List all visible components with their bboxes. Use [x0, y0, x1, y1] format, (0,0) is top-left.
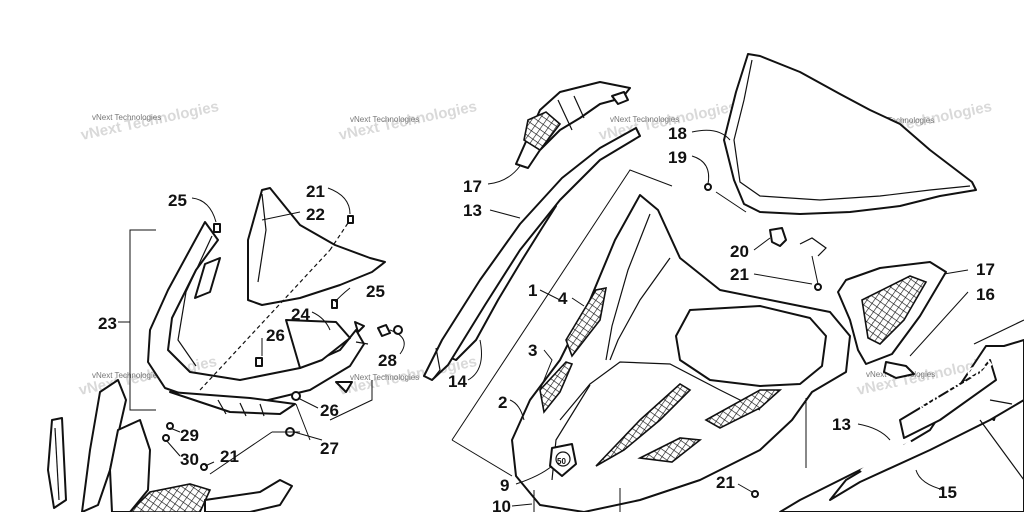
callout-13: 13 [463, 201, 482, 220]
emblem-icon [549, 443, 577, 477]
callout-30: 30 [180, 450, 199, 469]
screw-icon [213, 223, 221, 233]
screw-icon [331, 299, 338, 309]
callout-labels: 25 21 22 23 25 24 26 28 26 27 29 30 21 1… [98, 124, 995, 512]
watermark: vNext Technologies [865, 116, 934, 125]
callout-3: 3 [528, 341, 537, 360]
watermark: vNext Technologies [350, 373, 419, 382]
callout-13: 13 [832, 415, 851, 434]
clip-icon [883, 361, 915, 379]
callout-25: 25 [168, 191, 187, 210]
watermark: vNext Technologies [350, 115, 419, 124]
clip-icon [255, 357, 263, 367]
mesh-vent-4 [565, 286, 608, 358]
mesh-vent-right [704, 389, 783, 429]
emblem-label: 50 [557, 457, 566, 466]
callout-21: 21 [730, 265, 749, 284]
callout-19: 19 [668, 148, 687, 167]
rivet-icon [704, 183, 712, 191]
headlight-housing-assembly [47, 187, 403, 512]
callout-23: 23 [98, 314, 117, 333]
callout-25: 25 [366, 282, 385, 301]
side-vent-assembly [837, 261, 947, 379]
bracket-icon [769, 227, 787, 247]
callout-14: 14 [448, 372, 467, 391]
callout-26: 26 [266, 326, 285, 345]
callout-22: 22 [306, 205, 325, 224]
windshield-assembly [704, 53, 977, 291]
callout-4: 4 [558, 289, 568, 308]
callout-10: 10 [492, 497, 511, 512]
callout-17: 17 [976, 260, 995, 279]
callout-15: 15 [938, 483, 957, 502]
watermark: vNext Technologies [610, 115, 679, 124]
callout-27: 27 [320, 439, 339, 458]
callout-1: 1 [528, 281, 537, 300]
hood-assembly: 50 [423, 81, 851, 512]
screw-icon [751, 490, 759, 498]
callout-26: 26 [320, 401, 339, 420]
callout-9: 9 [500, 476, 509, 495]
mesh-vent-3 [539, 361, 574, 414]
callout-28: 28 [378, 351, 397, 370]
callout-21: 21 [306, 182, 325, 201]
callout-21: 21 [716, 473, 735, 492]
callout-24: 24 [291, 305, 310, 324]
watermark: vNext Technologies [92, 113, 161, 122]
screw-icon [814, 283, 822, 291]
center-leader-lines [467, 129, 969, 507]
watermark: vNext Technologies [92, 371, 161, 380]
mesh-vent-lower [595, 383, 692, 467]
callout-16: 16 [976, 285, 995, 304]
callout-17: 17 [463, 177, 482, 196]
callout-18: 18 [668, 124, 687, 143]
left-leader-lines [165, 187, 405, 467]
screw-icon [347, 215, 354, 224]
callout-29: 29 [180, 426, 199, 445]
callout-20: 20 [730, 242, 749, 261]
callout-21: 21 [220, 447, 239, 466]
callout-2: 2 [498, 393, 507, 412]
